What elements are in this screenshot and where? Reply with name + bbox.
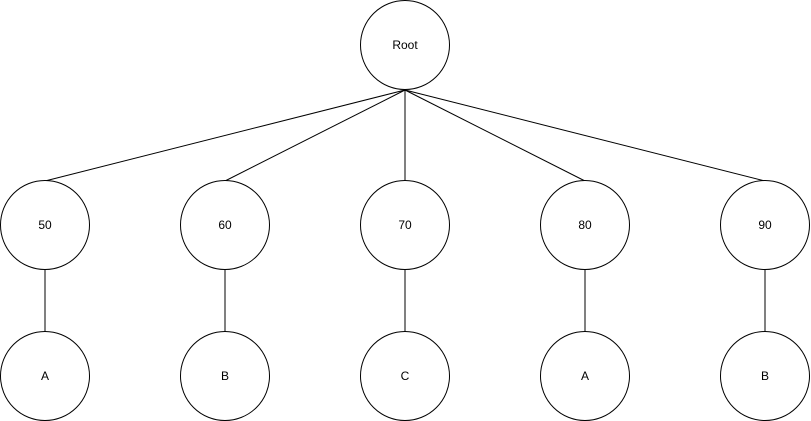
leaf-node: C bbox=[360, 331, 450, 421]
leaf-node-label: C bbox=[401, 369, 410, 383]
child-node: 60 bbox=[180, 180, 270, 270]
leaf-node: A bbox=[540, 331, 630, 421]
leaf-node-label: B bbox=[221, 369, 229, 383]
child-node-label: 90 bbox=[758, 218, 772, 232]
child-node-circle bbox=[540, 180, 630, 270]
root-node-circle bbox=[360, 0, 450, 90]
child-node-circle bbox=[720, 180, 810, 270]
root-node: Root bbox=[360, 0, 450, 90]
leaf-node: B bbox=[720, 331, 810, 421]
child-node-label: 60 bbox=[218, 218, 232, 232]
child-node-circle bbox=[0, 180, 90, 270]
child-node-label: 70 bbox=[398, 218, 412, 232]
leaf-node: A bbox=[0, 331, 90, 421]
root-node-label: Root bbox=[392, 38, 418, 52]
leaf-node-label: A bbox=[581, 369, 589, 383]
leaf-node-label: A bbox=[41, 369, 49, 383]
edge-root-child-5 bbox=[404, 89, 766, 182]
child-node-label: 50 bbox=[38, 218, 52, 232]
child-node: 80 bbox=[540, 180, 630, 270]
child-node-label: 80 bbox=[578, 218, 592, 232]
child-node-circle bbox=[360, 180, 450, 270]
child-node: 50 bbox=[0, 180, 90, 270]
leaf-node: B bbox=[180, 331, 270, 421]
child-node: 70 bbox=[360, 180, 450, 270]
child-node: 90 bbox=[720, 180, 810, 270]
edge-root-child-2 bbox=[224, 89, 406, 182]
edge-root-child-4 bbox=[404, 89, 586, 182]
leaf-node-label: B bbox=[761, 369, 769, 383]
child-node-circle bbox=[180, 180, 270, 270]
edge-root-child-1 bbox=[44, 89, 406, 182]
